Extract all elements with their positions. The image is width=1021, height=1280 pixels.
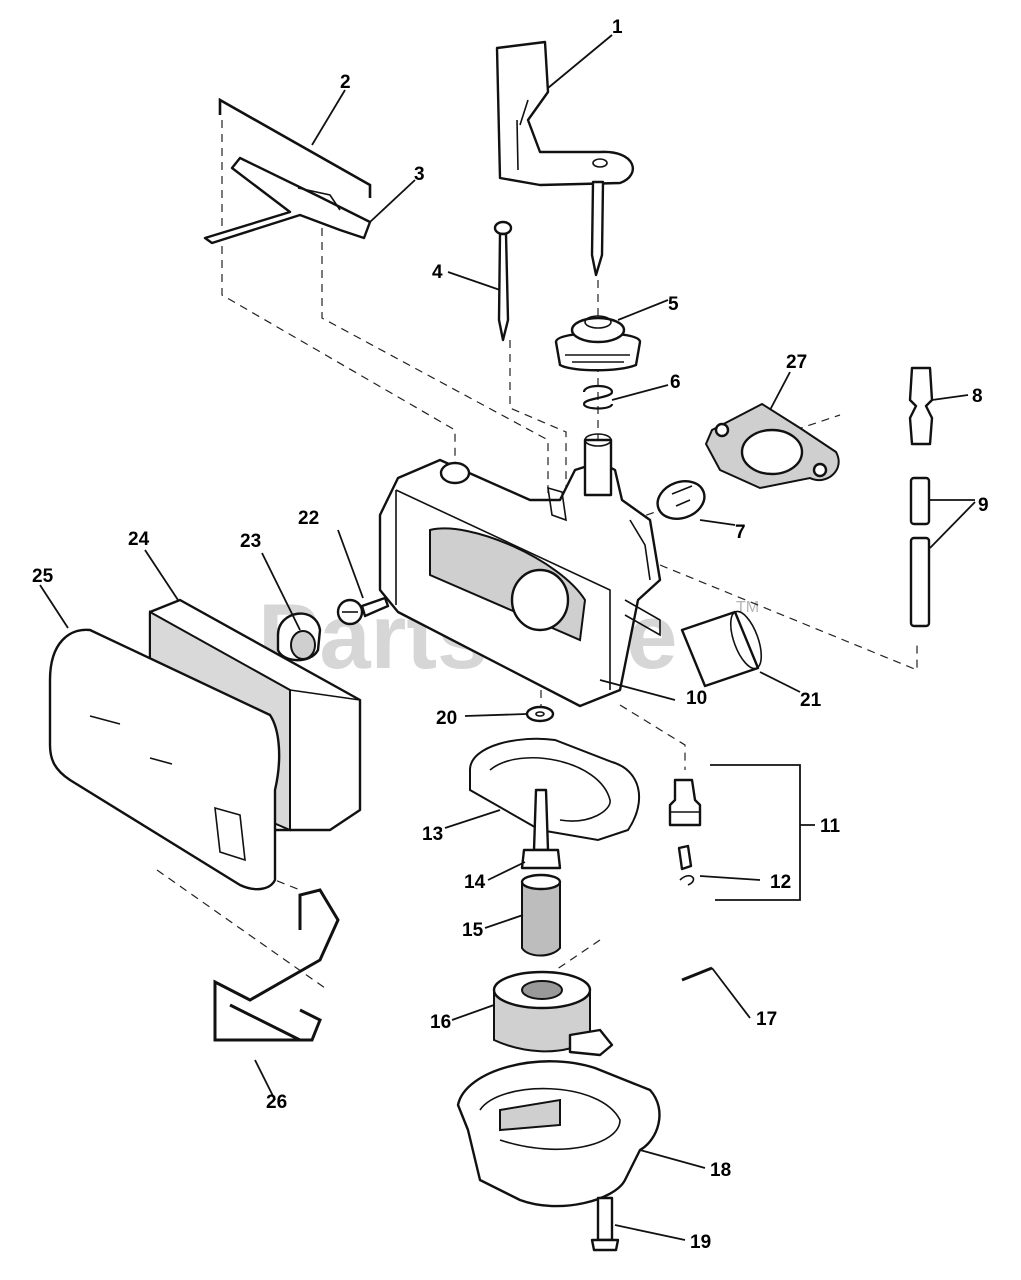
callout-26: 26: [266, 1092, 287, 1113]
float-part: [492, 970, 614, 1057]
callout-6: 6: [670, 372, 681, 393]
air-cleaner-cover-part: [48, 628, 281, 891]
alignment-lines: [156, 120, 919, 989]
throttle-link-wire-part: [218, 97, 372, 198]
choke-plate-part: [656, 479, 706, 521]
carburetor-body-part: [378, 433, 662, 708]
callout-10: 10: [686, 688, 707, 709]
fuel-screen-part: [520, 873, 562, 957]
air-cleaner-screw-part: [336, 596, 390, 626]
washer-part: [525, 705, 555, 723]
watermark-trademark: TM: [736, 599, 759, 616]
callout-2: 2: [340, 72, 351, 93]
leader-lines: [39, 34, 976, 1241]
callout-1: 1: [612, 17, 623, 38]
callout-23: 23: [240, 531, 261, 552]
inlet-needle-part: [677, 844, 695, 886]
idle-screw-part: [493, 220, 513, 342]
callout-22: 22: [298, 508, 319, 529]
callout-24: 24: [128, 529, 150, 550]
callout-16: 16: [430, 1012, 451, 1033]
callout-21: 21: [800, 690, 822, 711]
callout-20: 20: [436, 708, 457, 729]
inlet-needle-seat-part: [668, 778, 702, 827]
callout-25: 25: [32, 566, 54, 587]
bowl-screw-part: [590, 1196, 620, 1252]
callout-12: 12: [770, 872, 791, 893]
grommet-part: [276, 612, 322, 662]
callout-27: 27: [786, 352, 807, 373]
callout-19: 19: [690, 1232, 711, 1253]
callout-labels: 1 2 3 4 5 6 7 8 9 10 11 12 13 14 15 16 1…: [32, 17, 989, 1253]
float-bowl-part: [456, 1060, 661, 1208]
nozzle-part: [520, 788, 562, 870]
bowl-gasket-part: [469, 737, 641, 842]
callout-11: 11: [820, 816, 841, 837]
float-pin-part: [681, 966, 713, 982]
callout-17: 17: [756, 1009, 777, 1030]
callout-4: 4: [432, 262, 443, 283]
choke-lever-part: [495, 40, 635, 277]
hose-fitting-part: [908, 366, 934, 446]
bail-wire-part: [213, 888, 340, 1042]
callout-15: 15: [462, 920, 484, 941]
callout-14: 14: [464, 872, 486, 893]
spring-part: [582, 384, 614, 410]
adjustment-nut-part: [554, 315, 642, 372]
callout-7: 7: [735, 522, 746, 543]
fuel-line-part: [909, 476, 931, 628]
tube-sleeve-part: [680, 610, 763, 688]
callout-8: 8: [972, 386, 983, 407]
callout-13: 13: [422, 824, 443, 845]
callout-5: 5: [668, 294, 679, 315]
callout-18: 18: [710, 1160, 731, 1181]
callout-3: 3: [414, 164, 425, 185]
callout-9: 9: [978, 495, 989, 516]
mounting-gasket-part: [704, 402, 840, 490]
